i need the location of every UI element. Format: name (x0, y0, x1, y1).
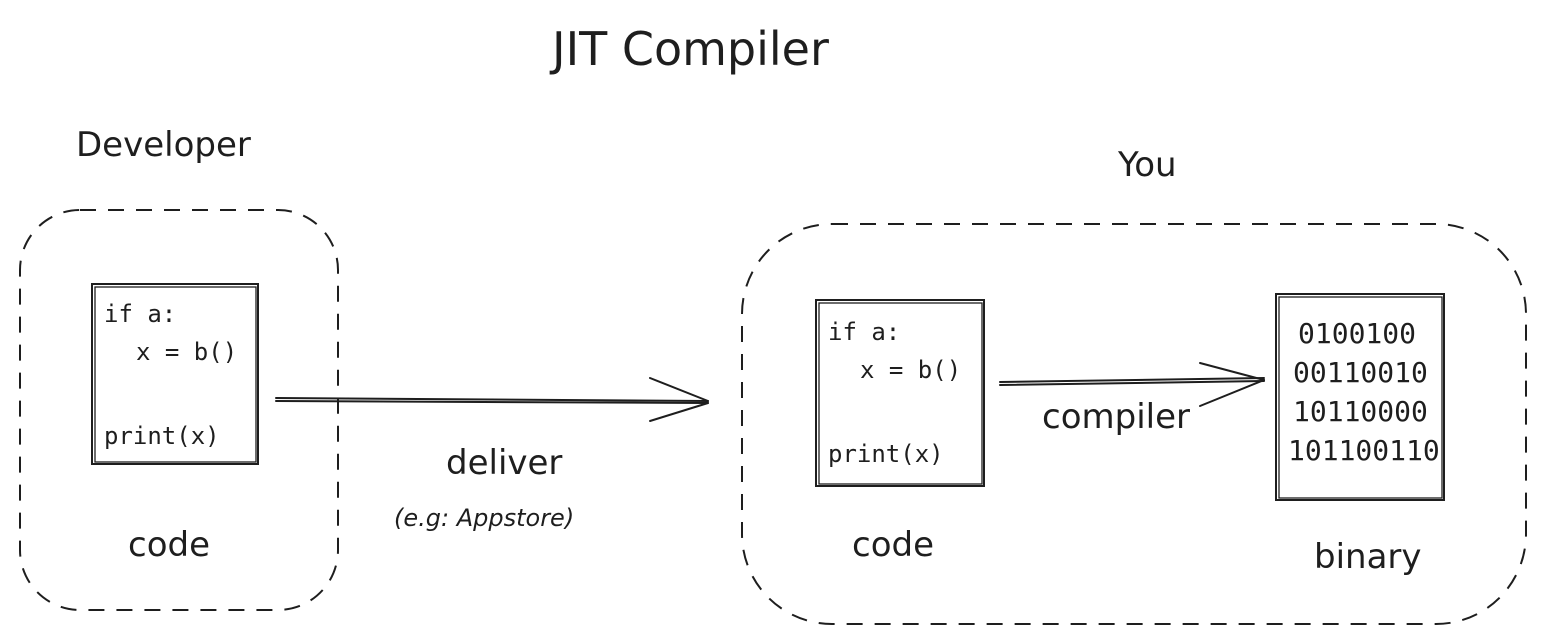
deliver-arrow (275, 377, 709, 422)
you-code-box-sketch (818, 302, 983, 485)
deliver-sublabel: (e.g: Appstore) (394, 504, 575, 532)
binary-line: 00110010 (1293, 356, 1428, 389)
binary-line: 10110000 (1293, 395, 1428, 428)
developer-code-box-sketch (94, 286, 257, 463)
binary-caption: binary (1314, 537, 1422, 577)
developer-code-caption: code (128, 525, 210, 565)
compiler-arrow (999, 362, 1265, 407)
binary-box (1275, 293, 1445, 501)
developer-code-line: print(x) (104, 422, 220, 450)
diagram-title: JIT Compiler (552, 22, 829, 76)
developer-code-line: x = b() (136, 338, 238, 366)
developer-code-box (91, 283, 259, 465)
binary-box-sketch (1278, 296, 1443, 499)
you-container (741, 223, 1527, 625)
binary-line: 0100100 (1298, 317, 1417, 350)
you-code-line: x = b() (860, 356, 962, 384)
you-code-box (815, 299, 985, 487)
deliver-label: deliver (446, 443, 563, 483)
binary-line: 101100110 (1288, 434, 1440, 467)
you-code-line: print(x) (828, 440, 944, 468)
you-label: You (1118, 145, 1177, 185)
you-code-caption: code (852, 525, 934, 565)
developer-label: Developer (76, 125, 251, 165)
developer-code-line: if a: (104, 300, 177, 328)
compiler-label: compiler (1042, 397, 1190, 437)
developer-container (19, 209, 339, 611)
you-code-line: if a: (828, 318, 901, 346)
